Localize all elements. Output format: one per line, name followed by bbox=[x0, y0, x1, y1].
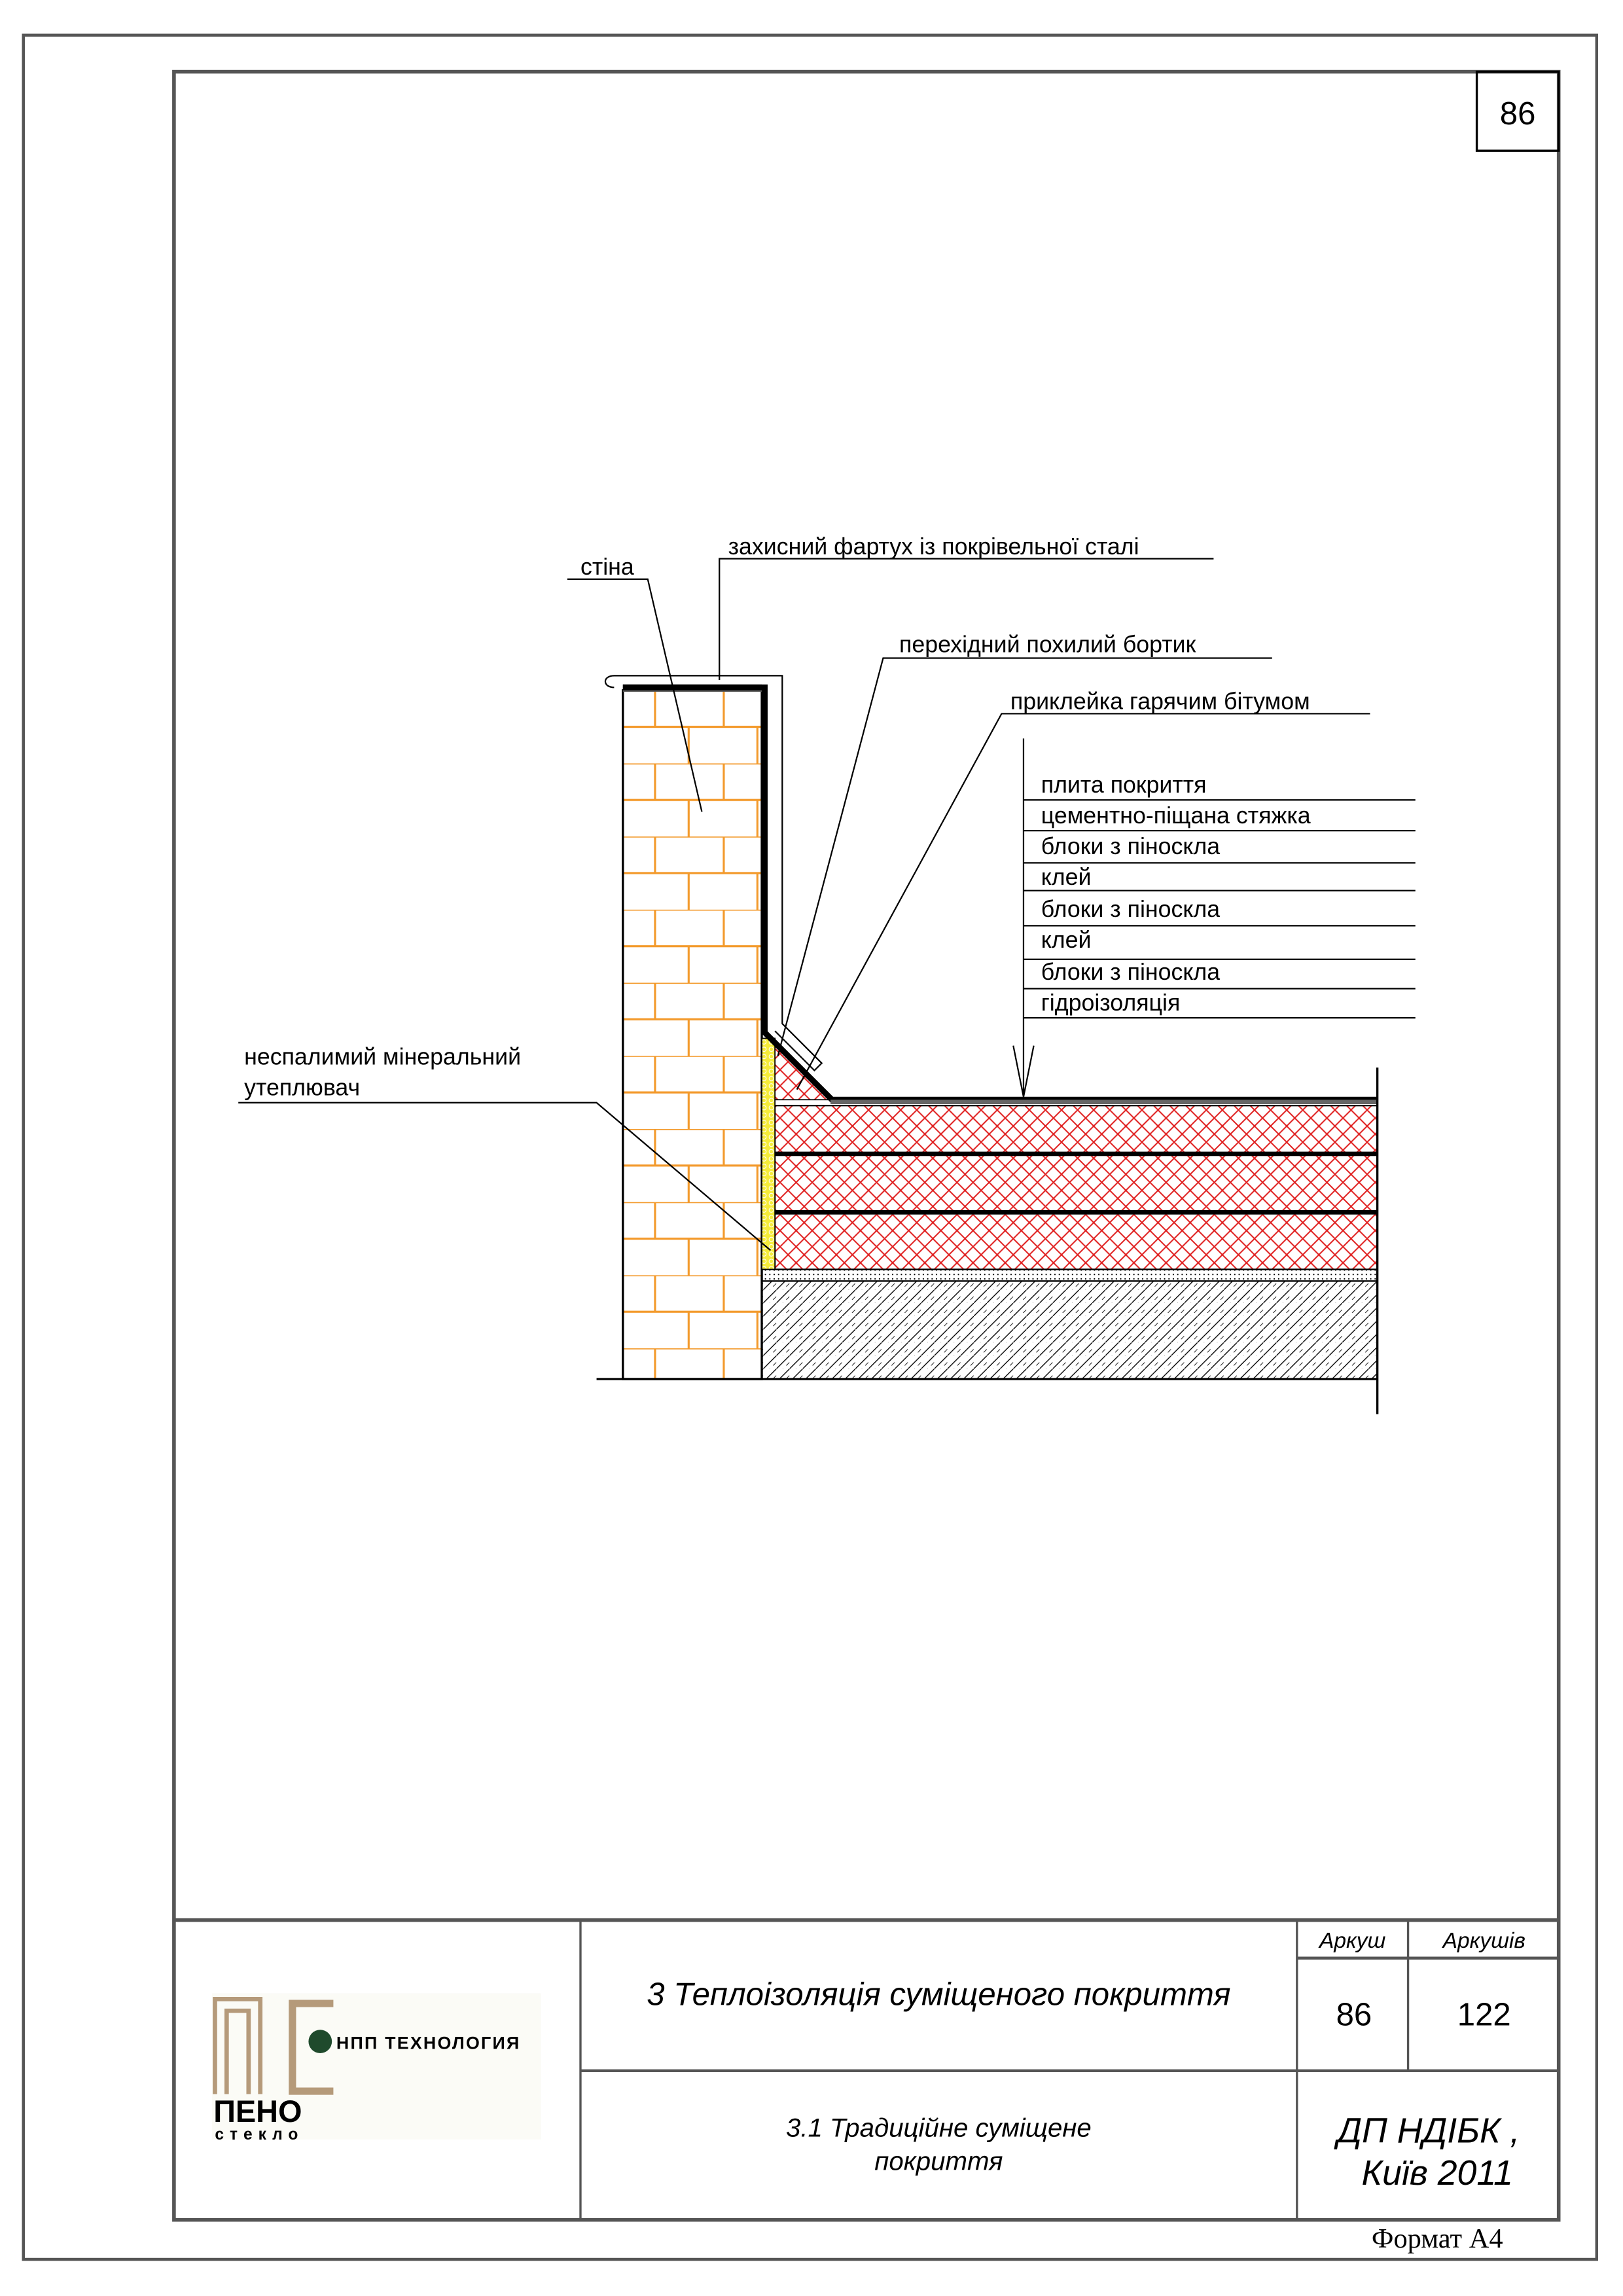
foam-glass-layer-2 bbox=[774, 1155, 1378, 1212]
page-number: 86 bbox=[1500, 96, 1536, 132]
label-apron: захисний фартух із покрівельної сталі bbox=[728, 533, 1139, 560]
foam-glass-layer-3 bbox=[774, 1213, 1378, 1270]
sheets-value: 122 bbox=[1457, 1998, 1511, 2033]
mineral-insulation bbox=[761, 1037, 776, 1270]
label-wall: стіна bbox=[580, 554, 634, 580]
subtitle-line-1: 3.1 Традиційне суміщене bbox=[786, 2113, 1092, 2142]
brick-wall bbox=[622, 689, 763, 1380]
foam-glass-layer-1 bbox=[774, 1105, 1378, 1153]
org-line-2: Київ 2011 bbox=[1362, 2153, 1513, 2193]
page-number-box bbox=[1475, 70, 1560, 152]
label-insulation-1: неспалимий мінеральний bbox=[244, 1044, 521, 1070]
svg-text:стекло: стекло bbox=[215, 2126, 304, 2144]
layer-label: блоки з піноскла bbox=[1041, 833, 1220, 859]
roof-slab bbox=[760, 1280, 1378, 1380]
svg-text:ПЕНО: ПЕНО bbox=[213, 2094, 302, 2128]
sheet-value: 86 bbox=[1336, 1998, 1372, 2033]
sheet-title: 3 Теплоізоляція суміщеного покриття bbox=[647, 1977, 1230, 2012]
layer-label: блоки з піноскла bbox=[1041, 959, 1220, 985]
layer-label: плита покриття bbox=[1041, 772, 1207, 798]
layer-label: клей bbox=[1041, 927, 1092, 953]
format-label: Формат А4 bbox=[1372, 2223, 1503, 2254]
leader-lines bbox=[238, 558, 1416, 1251]
subtitle-line-2: покриття bbox=[874, 2147, 1003, 2176]
svg-text:НПП ТЕХНОЛОГИЯ: НПП ТЕХНОЛОГИЯ bbox=[336, 2033, 521, 2053]
org-line-1: ДП НДІБК , bbox=[1334, 2111, 1520, 2150]
label-insulation-2: утеплювач bbox=[244, 1075, 360, 1101]
steel-apron bbox=[604, 675, 823, 1072]
layer-label: гідроізоляція bbox=[1041, 990, 1181, 1016]
label-fillet: перехідний похилий бортик bbox=[899, 632, 1196, 658]
cement-screed bbox=[761, 1268, 1378, 1282]
inner-frame bbox=[172, 69, 1561, 2222]
layer-label: блоки з піноскла bbox=[1041, 896, 1220, 922]
outer-border bbox=[22, 33, 1599, 2261]
label-glue: приклейка гарячим бітумом bbox=[1010, 689, 1310, 715]
sheet-label: Аркуш bbox=[1318, 1929, 1386, 1953]
sheets-label: Аркушів bbox=[1442, 1929, 1525, 1953]
title-block-grid bbox=[173, 1918, 1559, 2220]
logo: НПП ТЕХНОЛОГИЯ ПЕНО стекло bbox=[211, 1993, 541, 2144]
layer-label: клей bbox=[1041, 864, 1092, 890]
layer-label: цементно-піщана стяжка bbox=[1041, 802, 1311, 829]
